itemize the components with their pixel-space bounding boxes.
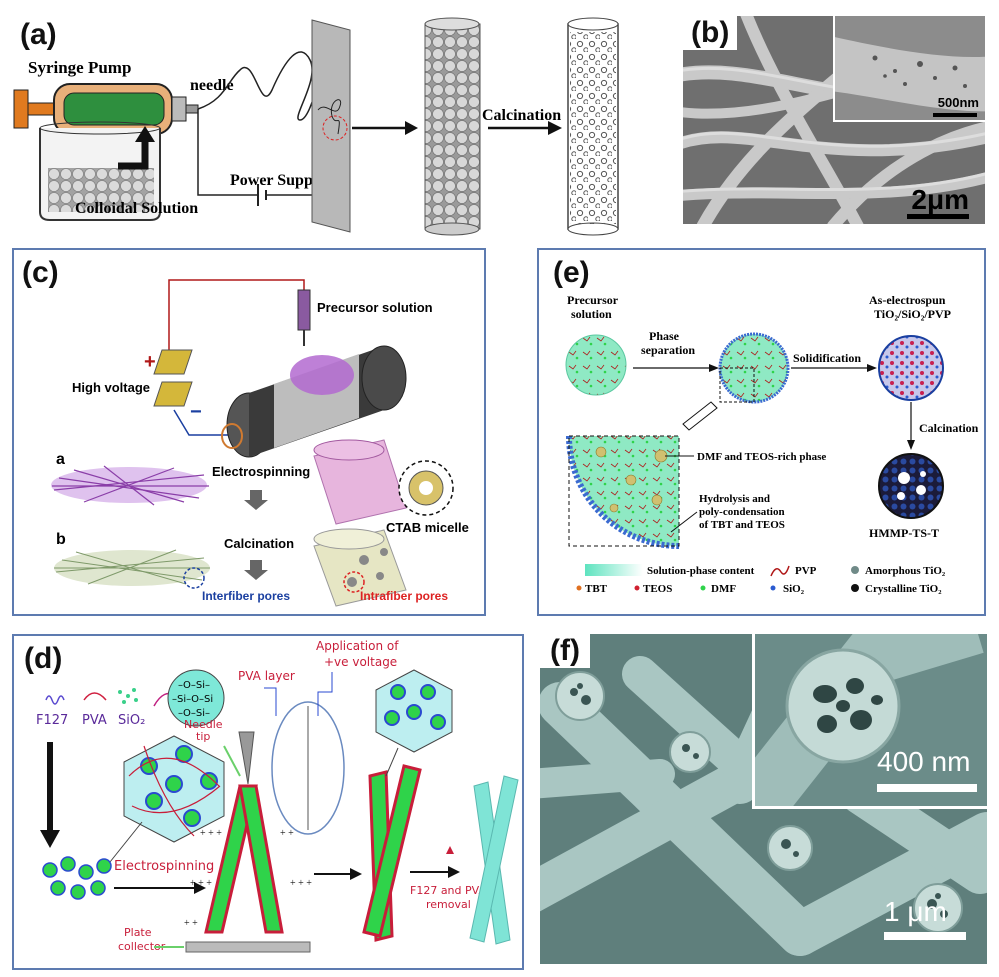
si-row-2: –Si–O–Si bbox=[172, 694, 213, 705]
dmf-rich-label: DMF and TEOS-rich phase bbox=[697, 451, 826, 463]
main-scale-bar-f bbox=[884, 932, 966, 940]
electrospinning-colloid-diagram: Syringe Pump needle Power Supply Colloid… bbox=[13, 17, 619, 236]
step-b-label: b bbox=[56, 531, 66, 548]
needle-tip-label-2: tip bbox=[196, 730, 210, 743]
plate-collector bbox=[185, 941, 311, 953]
panel-e: (e) Precursor solution Phase separation bbox=[537, 248, 986, 616]
panel-b-label: (b) bbox=[683, 16, 738, 50]
inset-scale-bar bbox=[933, 113, 977, 117]
power-supply-label: Power Supply bbox=[230, 172, 325, 189]
phase-separation-diagram: Precursor solution Phase separation Soli… bbox=[565, 293, 979, 595]
svg-text:+ + +: + + + bbox=[190, 878, 212, 889]
panel-c: (c) Precursor solution + − High voltage … bbox=[12, 248, 486, 616]
pva-label: PVA bbox=[82, 713, 107, 728]
legend-teos-label: TEOS bbox=[643, 583, 672, 595]
electrospinning-label: Electrospinning bbox=[212, 464, 310, 479]
calcination-label: Calcination bbox=[482, 107, 561, 124]
white-fiber-mat bbox=[54, 549, 210, 586]
svg-text:+ +: + + bbox=[280, 828, 294, 839]
legend-amorphous-label: Amorphous TiO₂ bbox=[865, 565, 946, 577]
si-row-1: –O–Si– bbox=[178, 680, 210, 691]
precursor-label-e2: solution bbox=[571, 307, 612, 321]
panel-f-inset: 400 nm bbox=[752, 634, 987, 809]
composite-fiber bbox=[424, 17, 481, 236]
legend-sio2-label: SiO₂ bbox=[783, 583, 805, 595]
f127-label: F127 bbox=[36, 713, 68, 728]
asspun-label-2: TiO₂/SiO₂/PVP bbox=[874, 307, 951, 321]
precursor-label-e: Precursor bbox=[567, 293, 619, 307]
purple-fiber-mat bbox=[51, 465, 209, 506]
magnified-quadrant bbox=[566, 435, 680, 549]
svg-text:+ + +: + + + bbox=[200, 828, 222, 839]
plate-label-1: Plate bbox=[124, 926, 152, 939]
legend-content-label: Solution-phase content bbox=[647, 565, 755, 577]
legend-gradient bbox=[585, 564, 643, 576]
step-a-label: a bbox=[56, 451, 65, 468]
panel-c-label: (c) bbox=[22, 256, 59, 289]
panel-b-sem-image: 500nm (b) 2μm bbox=[683, 16, 985, 224]
ctab-label: CTAB micelle bbox=[386, 520, 469, 535]
svg-text:+ +: + + bbox=[184, 918, 198, 929]
ctab-template-fiber bbox=[313, 439, 407, 525]
precursor-label: Precursor solution bbox=[317, 300, 433, 315]
hmmp-label: HMMP-TS-T bbox=[869, 526, 939, 540]
panel-d-label: (d) bbox=[24, 642, 63, 675]
panel-b-inset: 500nm bbox=[830, 16, 985, 122]
needle-label: needle bbox=[190, 77, 234, 94]
inset-scale-label: 500nm bbox=[937, 95, 979, 110]
legend-dmf-label: DMF bbox=[711, 583, 736, 595]
silica-network-circle bbox=[167, 669, 225, 727]
interfiber-label: Interfiber pores bbox=[202, 589, 290, 603]
si-row-3: –O–Si– bbox=[178, 708, 210, 719]
inset-scale-bar-f bbox=[877, 784, 977, 792]
panel-e-label: (e) bbox=[553, 256, 590, 289]
hydrolysis-label-1: Hydrolysis and bbox=[699, 493, 770, 505]
hydrolysis-label-3: of TBT and TEOS bbox=[699, 519, 785, 531]
plate-label-2: collector bbox=[118, 940, 166, 953]
beaker bbox=[39, 121, 161, 221]
panel-f-sem-image: 400 nm (f) 1 μm bbox=[540, 634, 987, 964]
hydrolysis-label-2: poly-condensation bbox=[699, 506, 785, 518]
syringe-pump-label: Syringe Pump bbox=[28, 58, 131, 77]
panel-a-label: (a) bbox=[20, 18, 57, 51]
porous-calcined-fiber bbox=[313, 528, 407, 607]
minus-label: − bbox=[190, 401, 202, 423]
legend-tbt-label: TBT bbox=[585, 583, 608, 595]
electrospinning-label-d: Electrospinning bbox=[114, 859, 214, 874]
panel-d: (d) F127 PVA SiO₂ –O–Si– –Si–O–Si –O–Si–… bbox=[12, 634, 524, 970]
svg-text:+ + +: + + + bbox=[290, 878, 312, 889]
inset-scale-label-f: 400 nm bbox=[877, 746, 971, 777]
pva-layer-label: PVA layer bbox=[238, 669, 295, 683]
phase-label-2: separation bbox=[641, 343, 695, 357]
panel-a: (a) Syringe Pump needle Power Supply Col… bbox=[0, 0, 670, 240]
removal-label-1: F127 and PVA bbox=[410, 884, 486, 897]
sio2-label-d: SiO₂ bbox=[118, 713, 145, 728]
intrafiber-label: Intrafiber pores bbox=[360, 589, 448, 603]
removal-label-2: removal bbox=[426, 898, 471, 911]
application-label: Application of bbox=[316, 639, 399, 653]
asspun-label: As-electrospun bbox=[869, 293, 946, 307]
phase-label: Phase bbox=[649, 329, 680, 343]
calcination-label-e: Calcination bbox=[919, 421, 979, 435]
main-scale-label: 2μm bbox=[911, 184, 969, 215]
main-scale-label-f: 1 μm bbox=[884, 896, 947, 927]
porous-fiber bbox=[567, 17, 619, 236]
legend-pvp-label: PVP bbox=[795, 565, 817, 577]
needle-tip-label-1: Needle bbox=[184, 718, 223, 731]
pva-silica-electrospinning-diagram: F127 PVA SiO₂ –O–Si– –Si–O–Si –O–Si– Ele… bbox=[36, 639, 519, 953]
main-scale-bar bbox=[907, 214, 969, 219]
voltage-label-d: +ve voltage bbox=[324, 655, 397, 669]
voltage-label: High voltage bbox=[72, 380, 150, 395]
plus-label: + bbox=[144, 351, 156, 373]
legend-crystalline-label: Crystalline TiO₂ bbox=[865, 583, 942, 595]
syringe-pump bbox=[13, 83, 199, 135]
colloidal-solution-label: Colloidal Solution bbox=[75, 200, 198, 217]
calcination-label-c: Calcination bbox=[224, 536, 294, 551]
ctab-electrospinning-diagram: Precursor solution + − High voltage a El… bbox=[51, 279, 469, 607]
jet-fibers bbox=[204, 784, 284, 934]
solidification-label: Solidification bbox=[793, 351, 861, 365]
panel-f-label: (f) bbox=[540, 634, 590, 668]
